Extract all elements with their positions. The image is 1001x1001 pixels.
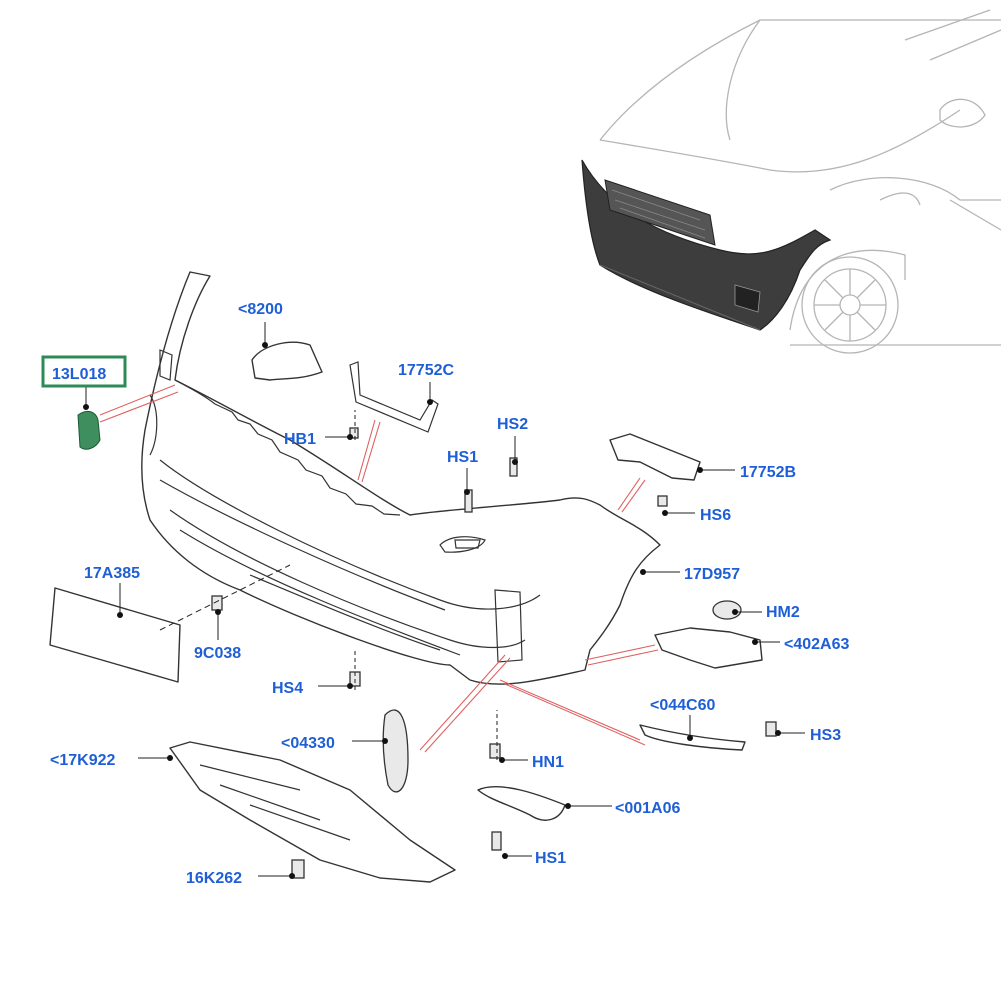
fasteners (211, 427, 777, 879)
callout-HS6[interactable]: HS6 (700, 507, 731, 524)
bumper-cover (141, 271, 661, 685)
callout-leaders (83, 322, 805, 879)
part-17752B (609, 433, 701, 481)
callout-HS3[interactable]: HS3 (810, 727, 841, 744)
callout-001A06[interactable]: <001A06 (615, 800, 680, 817)
callout-HM2[interactable]: HM2 (766, 604, 800, 621)
callout-HN1[interactable]: HN1 (532, 754, 564, 771)
part-402A63 (654, 627, 763, 669)
callout-17A385[interactable]: 17A385 (84, 565, 140, 582)
part-001A06 (477, 786, 566, 821)
callout-044C60[interactable]: <044C60 (650, 697, 715, 714)
highlight-box-13L018 (41, 355, 127, 388)
callout-HS1-upper[interactable]: HS1 (447, 449, 478, 466)
callout-16K262[interactable]: 16K262 (186, 870, 242, 887)
callout-8200[interactable]: <8200 (238, 301, 283, 318)
part-13L018 (77, 410, 101, 450)
callout-17752C[interactable]: 17752C (398, 362, 454, 379)
callout-04330[interactable]: <04330 (281, 735, 335, 752)
callout-9C038[interactable]: 9C038 (194, 645, 241, 662)
callout-HS4[interactable]: HS4 (272, 680, 303, 697)
part-04330 (382, 709, 409, 793)
callout-17752B[interactable]: 17752B (740, 464, 796, 481)
part-17K922 (169, 741, 456, 883)
callout-13L018[interactable]: 13L018 (52, 366, 106, 383)
callout-HB1[interactable]: HB1 (284, 431, 316, 448)
callout-17D957[interactable]: 17D957 (684, 566, 740, 583)
callout-402A63[interactable]: <402A63 (784, 636, 849, 653)
callout-17K922[interactable]: <17K922 (50, 752, 115, 769)
callout-HS1-lower[interactable]: HS1 (535, 850, 566, 867)
part-17A385 (49, 587, 181, 683)
reference-vehicle (581, 9, 1001, 354)
part-8200 (251, 341, 323, 381)
reference-lines (99, 384, 659, 753)
callout-HS2[interactable]: HS2 (497, 416, 528, 433)
